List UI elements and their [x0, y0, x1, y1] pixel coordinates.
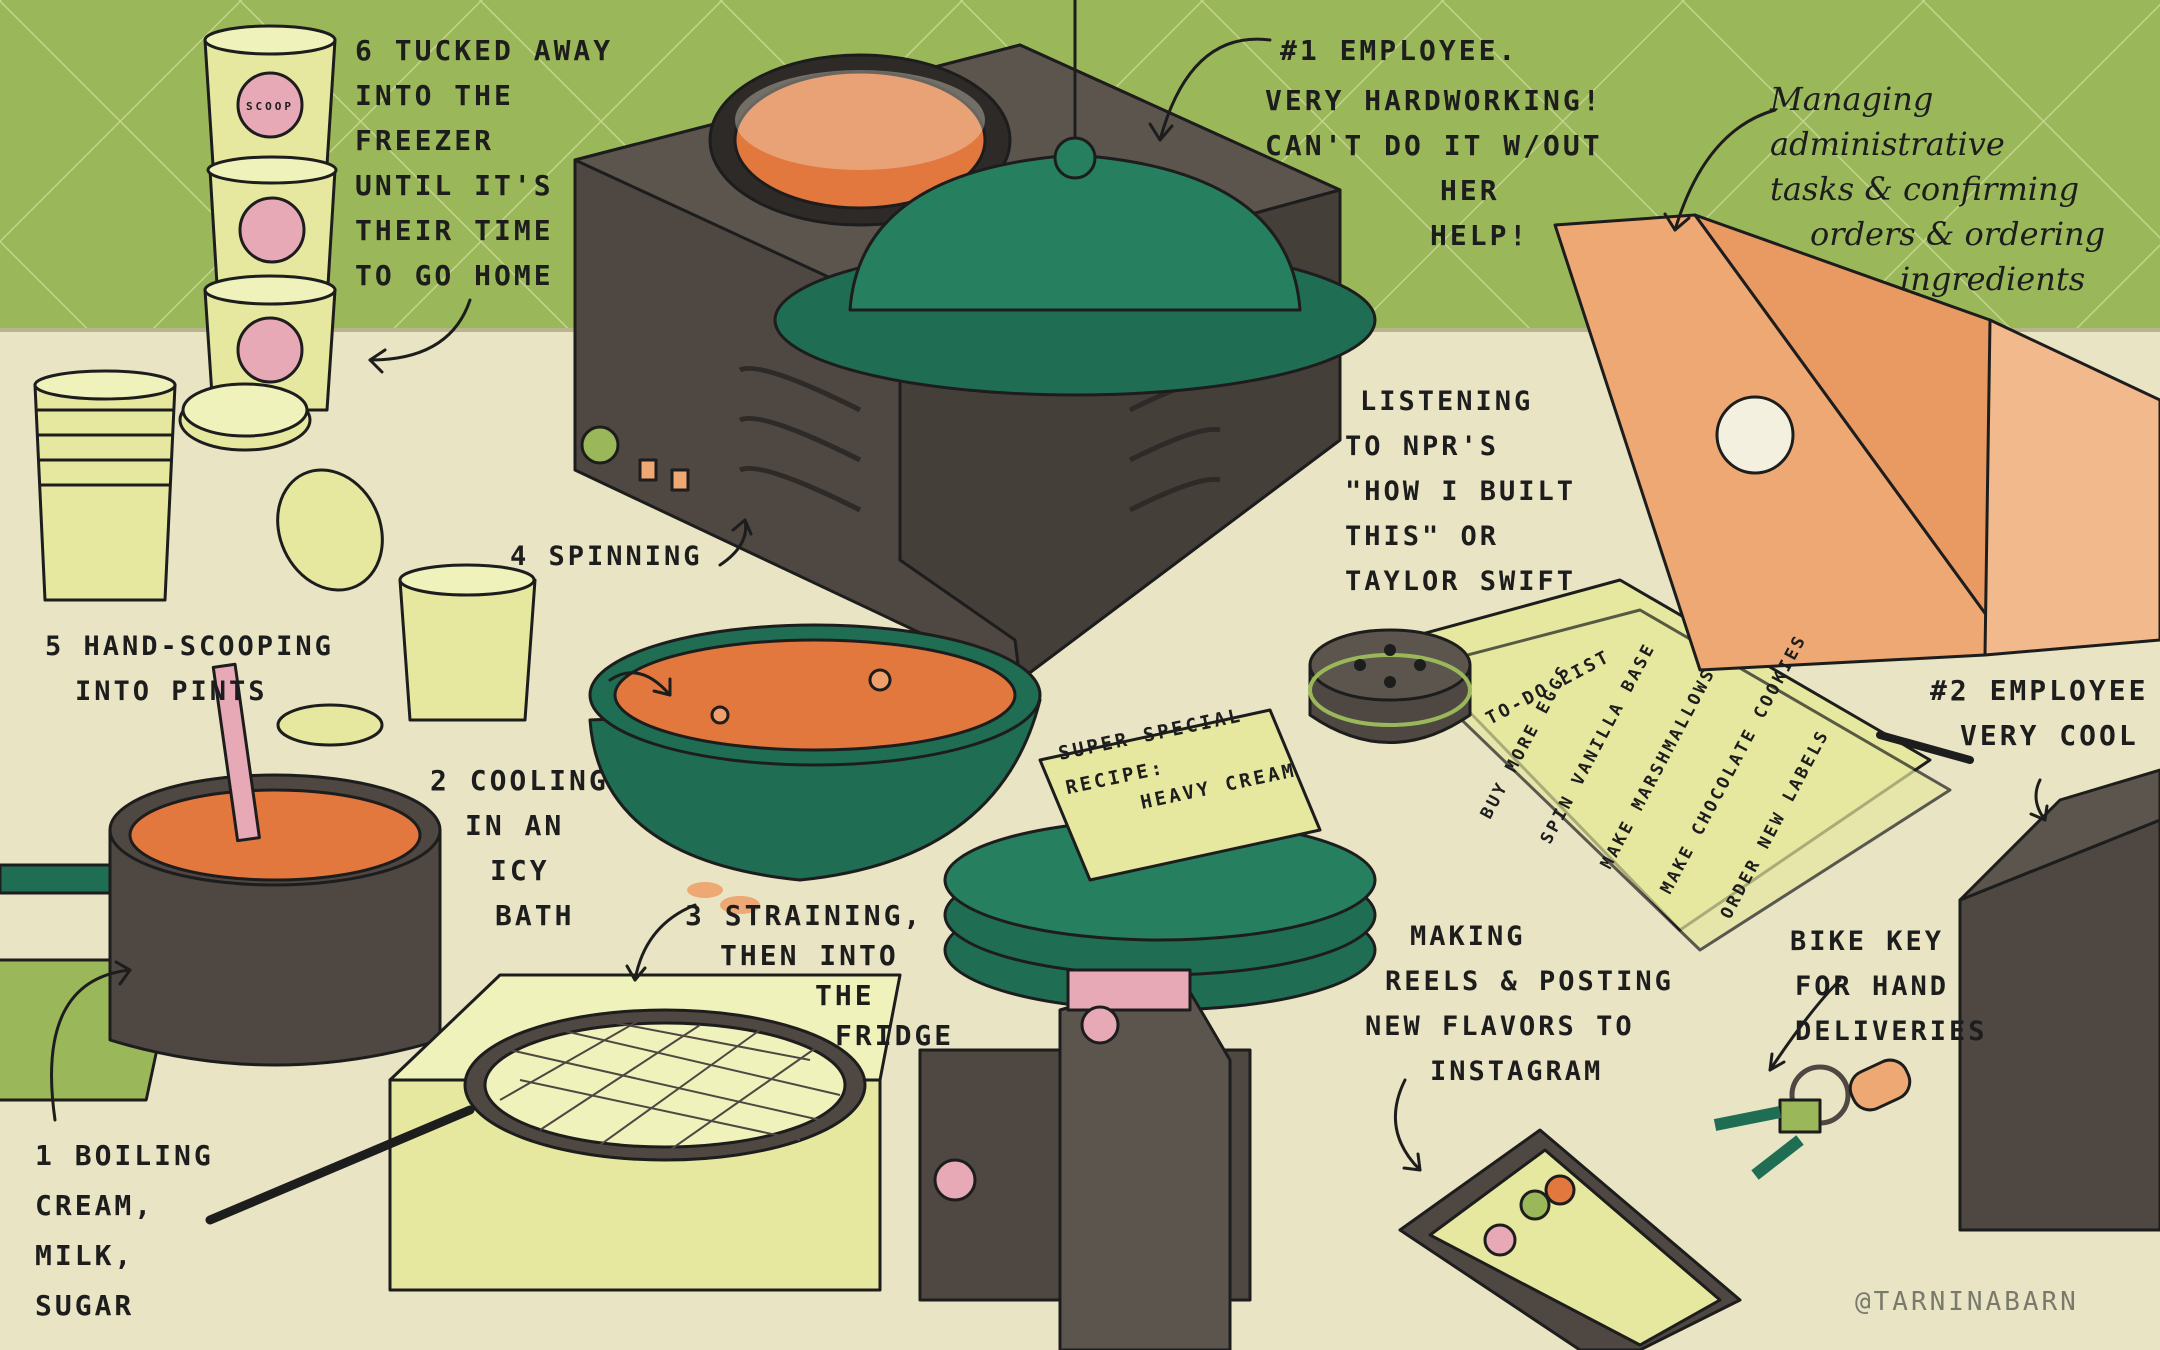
svg-text:2 COOLING: 2 COOLING — [430, 764, 609, 797]
svg-text:THE: THE — [815, 979, 875, 1012]
svg-text:1 BOILING: 1 BOILING — [35, 1139, 214, 1172]
annotation-step2: 2 COOLING IN AN ICY BATH — [430, 764, 609, 932]
svg-text:5 HAND-SCOOPING: 5 HAND-SCOOPING — [45, 631, 334, 662]
annotation-bike: BIKE KEY FOR HAND DELIVERIES — [1790, 926, 1988, 1047]
svg-text:LISTENING: LISTENING — [1360, 386, 1533, 417]
strainer-container — [205, 973, 902, 1292]
smart-speaker — [1308, 628, 1472, 744]
svg-text:FREEZER: FREEZER — [355, 124, 494, 157]
annotation-listening: LISTENING TO NPR'S "HOW I BUILT THIS" OR… — [1345, 386, 1576, 597]
annotation-step5: 5 HAND-SCOOPING INTO PINTS — [45, 631, 334, 707]
storage-box — [1958, 768, 2160, 1232]
svg-text:ICY: ICY — [490, 854, 550, 887]
svg-text:INTO THE: INTO THE — [355, 79, 514, 112]
svg-text:SUGAR: SUGAR — [35, 1289, 134, 1322]
empty-cup-stack — [33, 369, 537, 747]
svg-text:REELS & POSTING: REELS & POSTING — [1385, 966, 1674, 997]
svg-text:INTO PINTS: INTO PINTS — [75, 676, 268, 707]
artist-credit: @TARNINABARN — [1855, 1287, 2079, 1317]
svg-text:VERY HARDWORKING!: VERY HARDWORKING! — [1265, 84, 1603, 117]
milk-carton — [918, 968, 1252, 1350]
svg-text:INSTAGRAM: INSTAGRAM — [1430, 1056, 1603, 1087]
svg-text:NEW FLAVORS TO: NEW FLAVORS TO — [1365, 1011, 1635, 1042]
svg-text:DELIVERIES: DELIVERIES — [1795, 1016, 1988, 1047]
svg-text:administrative: administrative — [1770, 125, 2005, 163]
annotation-step1: 1 BOILING CREAM, MILK, SUGAR — [35, 1139, 214, 1322]
annotation-step3: 3 STRAINING, THEN INTO THE FRIDGE — [685, 899, 954, 1052]
arrows — [50, 37, 2049, 1172]
boiling-pot — [0, 662, 442, 1102]
svg-text:orders & ordering: orders & ordering — [1810, 215, 2105, 253]
laptop — [1553, 213, 2160, 672]
svg-text:BATH: BATH — [495, 899, 574, 932]
hanging-lamp — [773, 0, 1377, 397]
svg-text:"HOW I BUILT: "HOW I BUILT — [1345, 476, 1576, 507]
svg-text:HELP!: HELP! — [1430, 219, 1529, 252]
svg-text:THIS" OR: THIS" OR — [1345, 521, 1499, 552]
svg-text:CAN'T DO IT W/OUT: CAN'T DO IT W/OUT — [1265, 129, 1603, 162]
freezer-pint-stack: SCOOP — [203, 24, 338, 412]
annotation-step4: 4 SPINNING — [510, 541, 703, 572]
svg-text:Managing: Managing — [1769, 80, 1933, 118]
annotation-employee1: #1 EMPLOYEE. VERY HARDWORKING! CAN'T DO … — [1265, 34, 1603, 252]
recipe-card — [1038, 708, 1322, 882]
svg-text:3 STRAINING,: 3 STRAINING, — [685, 899, 923, 932]
pint-label: SCOOP — [246, 100, 294, 113]
plate-stack — [943, 818, 1377, 1012]
svg-text:IN AN: IN AN — [465, 809, 564, 842]
svg-text:CREAM,: CREAM, — [35, 1189, 154, 1222]
svg-text:6 TUCKED AWAY: 6 TUCKED AWAY — [355, 34, 613, 67]
svg-text:MAKING: MAKING — [1410, 921, 1526, 952]
svg-text:TO NPR'S: TO NPR'S — [1345, 431, 1499, 462]
svg-text:FRIDGE: FRIDGE — [835, 1019, 954, 1052]
svg-text:tasks & confirming: tasks & confirming — [1770, 170, 2079, 208]
annotation-step6: 6 TUCKED AWAY INTO THE FREEZER UNTIL IT'… — [355, 34, 613, 292]
svg-text:THEIR TIME: THEIR TIME — [355, 214, 554, 247]
annotation-employee2: #2 EMPLOYEE VERY COOL — [1930, 674, 2148, 752]
svg-text:4 SPINNING: 4 SPINNING — [510, 541, 703, 572]
annotation-reels: MAKING REELS & POSTING NEW FLAVORS TO IN… — [1365, 921, 1674, 1087]
svg-text:#1 EMPLOYEE.: #1 EMPLOYEE. — [1280, 34, 1518, 67]
svg-text:UNTIL IT'S: UNTIL IT'S — [355, 169, 554, 202]
todo-paper — [1398, 578, 1974, 952]
bike-keys — [1713, 1058, 1912, 1180]
svg-text:FOR HAND: FOR HAND — [1795, 971, 1949, 1002]
svg-text:HER: HER — [1440, 174, 1500, 207]
svg-text:TAYLOR SWIFT: TAYLOR SWIFT — [1345, 566, 1576, 597]
phone — [1398, 1128, 1742, 1350]
svg-text:TO GO HOME: TO GO HOME — [355, 259, 554, 292]
svg-text:THEN INTO: THEN INTO — [720, 939, 899, 972]
svg-text:BIKE KEY: BIKE KEY — [1790, 926, 1944, 957]
svg-text:VERY COOL: VERY COOL — [1960, 719, 2139, 752]
svg-text:MILK,: MILK, — [35, 1239, 134, 1272]
svg-text:ingredients: ingredients — [1900, 260, 2085, 298]
svg-text:#2 EMPLOYEE: #2 EMPLOYEE — [1930, 674, 2148, 707]
cooling-bowl — [588, 623, 1042, 882]
annotation-admin: Managing administrative tasks & confirmi… — [1769, 80, 2105, 298]
